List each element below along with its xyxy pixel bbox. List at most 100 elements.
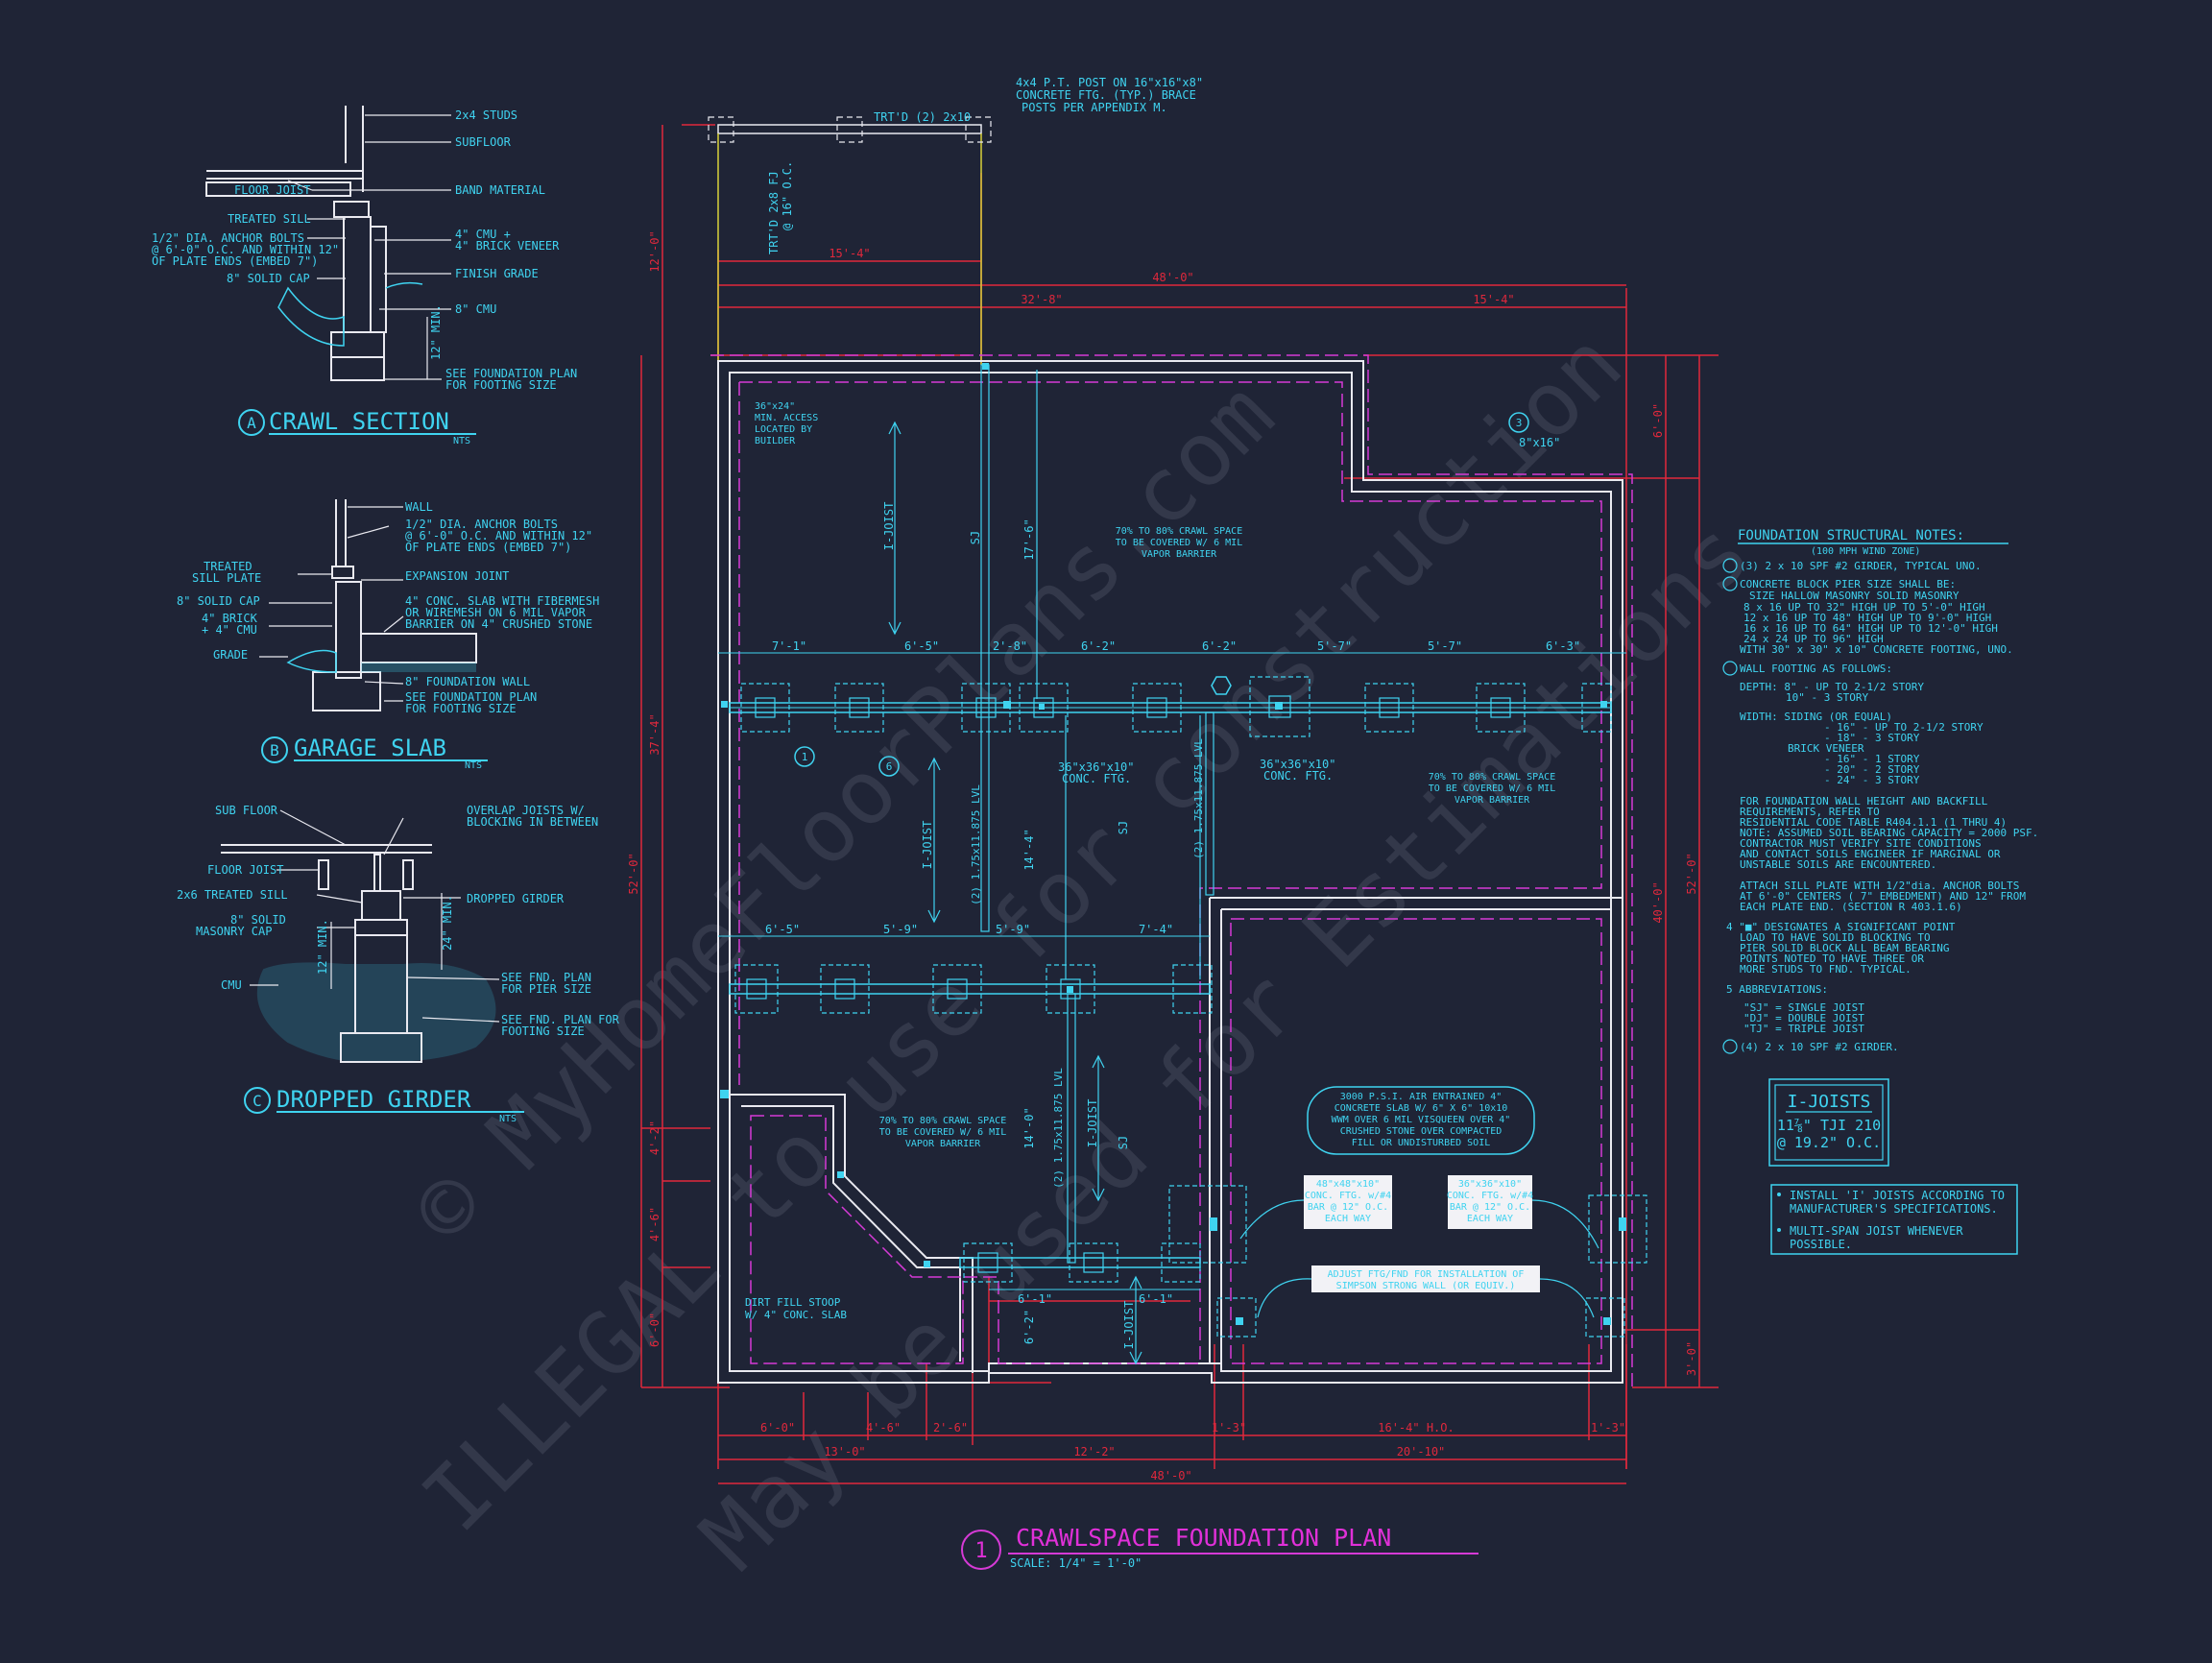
note-vapor-a2: TO BE COVERED W/ 6 MIL bbox=[1116, 538, 1242, 548]
detail-b-labels: WALL 1/2" DIA. ANCHOR BOLTS @ 6'-0" O.C.… bbox=[177, 500, 599, 715]
detail-b-drawing bbox=[312, 499, 477, 711]
dim-left-3: 4'-2" bbox=[648, 1121, 661, 1155]
width-3: - 18" - 3 STORY bbox=[1824, 732, 1920, 744]
label-12-min: 12" MIN. bbox=[429, 304, 443, 360]
note-post-3: POSTS PER APPENDIX M. bbox=[1022, 101, 1167, 114]
dim-row1-2: 2'-8" bbox=[993, 639, 1027, 653]
note-trtd-joist-2: @ 16" O.C. bbox=[781, 161, 794, 230]
label-masonry-cap: MASONRY CAP bbox=[196, 925, 272, 938]
label-overlap-2: BLOCKING IN BETWEEN bbox=[467, 815, 598, 829]
detail-c-title: DROPPED GIRDER bbox=[276, 1086, 471, 1113]
para1-3: RESIDENTIAL CODE TABLE R404.1.1 (1 THRU … bbox=[1740, 816, 2007, 829]
note-ftg48-1: 48"x48"x10" bbox=[1316, 1179, 1380, 1190]
dim-left-5: 6'-0" bbox=[648, 1313, 661, 1347]
note-ftg36b-3: BAR @ 12" O.C. bbox=[1450, 1202, 1530, 1213]
label-subfloor: SUBFLOOR bbox=[455, 135, 512, 149]
label-wall: WALL bbox=[405, 500, 433, 514]
label-band-material: BAND MATERIAL bbox=[455, 183, 545, 197]
dim-top-0: 15'-4" bbox=[829, 247, 870, 260]
label-lvl-3: (2) 1.75x11.875 LVL bbox=[1052, 1068, 1065, 1189]
dim-row1-3: 6'-2" bbox=[1081, 639, 1116, 653]
note-post-2: CONCRETE FTG. (TYP.) BRACE bbox=[1016, 88, 1196, 102]
note-vapor-c2: TO BE COVERED W/ 6 MIL bbox=[879, 1127, 1006, 1138]
pier-row-5: WITH 30" x 30" x 10" CONCRETE FOOTING, U… bbox=[1740, 643, 2013, 656]
note-ftg48-3: BAR @ 12" O.C. bbox=[1308, 1202, 1388, 1213]
detail-b-scale: NTS bbox=[465, 760, 482, 771]
para1-4: NOTE: ASSUMED SOIL BEARING CAPACITY = 20… bbox=[1740, 827, 2038, 839]
note-adjust-2: SIMPSON STRONG WALL (OR EQUIV.) bbox=[1336, 1281, 1516, 1291]
detail-b-garage-slab: WALL 1/2" DIA. ANCHOR BOLTS @ 6'-0" O.C.… bbox=[177, 499, 599, 771]
label-floor-joist: FLOOR JOIST bbox=[234, 183, 310, 197]
para1-2: REQUIREMENTS, REFER TO bbox=[1740, 806, 1880, 818]
label-see-ftg-2: FOOTING SIZE bbox=[501, 1024, 585, 1038]
note-ftg36b-4: EACH WAY bbox=[1467, 1214, 1513, 1224]
label-expansion-joint: EXPANSION JOINT bbox=[405, 569, 509, 583]
para2-3: EACH PLATE END. (SECTION R 403.1.6) bbox=[1740, 901, 1962, 913]
label-8-fnd-wall: 8" FOUNDATION WALL bbox=[405, 675, 530, 688]
plan-tags: 3 1 6 bbox=[794, 412, 1529, 777]
width-2: - 16" - UP TO 2-1/2 STORY bbox=[1824, 721, 1984, 734]
width-5: - 16" - 1 STORY bbox=[1824, 753, 1920, 765]
notes-title: FOUNDATION STRUCTURAL NOTES: bbox=[1738, 528, 1964, 543]
dim-left-1: 37'-4" bbox=[648, 713, 661, 755]
dim-row1-1: 6'-5" bbox=[904, 639, 939, 653]
label-b-anchor-1: 1/2" DIA. ANCHOR BOLTS bbox=[405, 518, 558, 531]
dim-bottom1-2: 2'-6" bbox=[933, 1421, 968, 1434]
note-vapor-a1: 70% TO 80% CRAWL SPACE bbox=[1116, 526, 1242, 537]
note-post-1: 4x4 P.T. POST ON 16"x16"x8" bbox=[1016, 76, 1203, 89]
label-4-cmu: 4" CMU + bbox=[455, 228, 511, 241]
dim-row1-5: 5'-7" bbox=[1317, 639, 1352, 653]
note-vapor-b3: VAPOR BARRIER bbox=[1455, 795, 1530, 806]
note-4-3: PIER SOLID BLOCK ALL BEAM BEARING bbox=[1740, 942, 1950, 954]
ijoist-line1: 11⅞" TJI 210 bbox=[1777, 1117, 1881, 1134]
label-grade: GRADE bbox=[213, 648, 248, 662]
note-stoop-1: DIRT FILL STOOP bbox=[745, 1296, 841, 1309]
detail-b-circle bbox=[261, 736, 288, 763]
dim-right-0: 6'-0" bbox=[1651, 403, 1665, 438]
note-4-1: 4 "■" DESIGNATES A SIGNIFICANT POINT bbox=[1726, 921, 1956, 933]
install-box: INSTALL 'I' JOISTS ACCORDING TO MANUFACT… bbox=[1770, 1184, 2018, 1255]
detail-c-labels: SUB FLOOR OVERLAP JOISTS W/ BLOCKING IN … bbox=[177, 804, 620, 1038]
note-3: WALL FOOTING AS FOLLOWS: bbox=[1740, 663, 1892, 675]
note-slab-3: WWM OVER 6 MIL VISQUEEN OVER 4" bbox=[1332, 1115, 1511, 1125]
label-cmu: CMU bbox=[221, 978, 242, 992]
dim-inner-4: 6'-1" bbox=[1139, 1292, 1173, 1306]
note-ftg48-4: EACH WAY bbox=[1325, 1214, 1371, 1224]
dim-top-3: 15'-4" bbox=[1473, 293, 1514, 306]
note-trtd-joist-1: TRT'D 2x8 FJ bbox=[767, 171, 781, 254]
note-access-4: BUILDER bbox=[755, 436, 796, 446]
label-lvl-2: (2) 1.75x11.875 LVL bbox=[1192, 738, 1205, 859]
detail-c-leaders bbox=[250, 809, 500, 1023]
note-access-3: LOCATED BY bbox=[755, 424, 812, 435]
detail-a-circle bbox=[238, 409, 265, 436]
note-vapor-a3: VAPOR BARRIER bbox=[1142, 549, 1217, 560]
label-4-cmu-b: + 4" CMU bbox=[202, 623, 257, 637]
note-5-1: 5 ABBREVIATIONS: bbox=[1726, 983, 1828, 996]
tag-3: 3 bbox=[1516, 417, 1523, 429]
dim-right-2: 52'-0" bbox=[1685, 853, 1698, 894]
pier-row-2: 12 x 16 UP TO 48" HIGH UP TO 9'-0" HIGH bbox=[1743, 612, 1991, 624]
note-6: (4) 2 x 10 SPF #2 GIRDER. bbox=[1740, 1041, 1899, 1053]
note-ftg36-a1: 36"x36"x10" bbox=[1058, 760, 1134, 774]
label-ijoist-1: I-JOIST bbox=[882, 502, 896, 551]
dim-row2-0: 6'-5" bbox=[765, 923, 800, 936]
foundation-plan: 15'-4" 48'-0" 32'-8" 15'-4" 12'-0" 37'-4… bbox=[627, 76, 1719, 1570]
dim-left-4: 4'-6" bbox=[648, 1207, 661, 1241]
dim-inner-2: 14'-0" bbox=[1022, 1107, 1036, 1148]
tag-6a: 6 bbox=[886, 760, 893, 773]
crawl-area-outlines bbox=[738, 381, 1602, 1364]
note-ftg36-b1: 36"x36"x10" bbox=[1260, 758, 1335, 771]
install-line1: INSTALL 'I' JOISTS ACCORDING TO bbox=[1790, 1189, 2005, 1202]
ijoist-line2: @ 19.2" O.C. bbox=[1777, 1134, 1881, 1151]
label-anchor-2: @ 6'-0" O.C. AND WITHIN 12" bbox=[152, 243, 339, 256]
para1-5: CONTRACTOR MUST VERIFY SITE CONDITIONS bbox=[1740, 837, 1982, 850]
para2-1: ATTACH SILL PLATE WITH 1/2"dia. ANCHOR B… bbox=[1740, 880, 2019, 892]
dim-left-0: 12'-0" bbox=[648, 230, 661, 272]
ijoist-box: I-JOISTS 11⅞" TJI 210 @ 19.2" O.C. bbox=[1768, 1078, 1889, 1167]
label-conc-slab-1: 4" CONC. SLAB WITH FIBERMESH bbox=[405, 594, 599, 608]
note-vapor-c1: 70% TO 80% CRAWL SPACE bbox=[879, 1116, 1006, 1126]
note-vapor-b2: TO BE COVERED W/ 6 MIL bbox=[1429, 783, 1555, 794]
label-see-fnd-2: FOR FOOTING SIZE bbox=[445, 378, 557, 392]
label-sj-3: SJ bbox=[1117, 1136, 1130, 1149]
